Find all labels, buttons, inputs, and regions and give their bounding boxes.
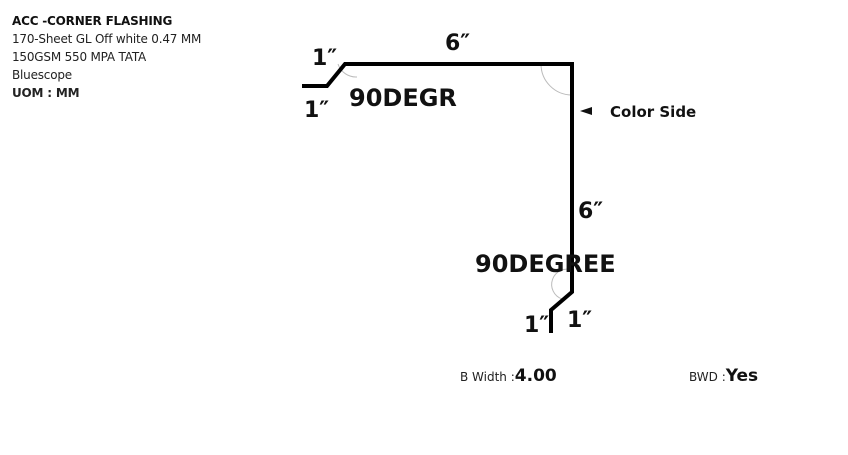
color-side-arrow-icon	[580, 107, 592, 115]
material-spec: 170-Sheet GL Off white 0.47 MM	[12, 32, 202, 46]
dim-bottom-right: 1″	[567, 308, 592, 333]
uom-label: UOM :	[12, 86, 52, 100]
bwidth-value: 4.00	[514, 366, 557, 386]
angle-arc-bottom	[551, 268, 573, 300]
dim-top: 6″	[445, 31, 470, 56]
angle-arc-top-right	[540, 63, 573, 96]
angle-label-middle: 90DEGREE	[475, 250, 616, 278]
uom-line: UOM : MM	[12, 84, 201, 102]
bwidth-label: B Width :	[460, 370, 515, 384]
uom-value: MM	[51, 86, 80, 100]
angle-label-top: 90DEGR	[349, 84, 457, 112]
manufacturer: Bluescope	[12, 68, 72, 82]
grade-spec: 150GSM 550 MPA TATA	[12, 50, 147, 64]
color-side-label: Color Side	[610, 103, 696, 121]
angle-arc-top-left	[337, 63, 358, 78]
dim-bottom-left: 1″	[524, 313, 549, 338]
dim-right: 6″	[578, 199, 603, 224]
dim-top-left-lower: 1″	[304, 98, 329, 123]
bwd-label: BWD :	[689, 370, 726, 384]
dim-top-left-upper: 1″	[312, 46, 337, 71]
bwd-value: Yes	[725, 366, 759, 386]
info-block: ACC -CORNER FLASHING 170-Sheet GL Off wh…	[12, 12, 201, 102]
bwd-field: BWD :Yes	[689, 366, 758, 386]
flashing-title: ACC -CORNER FLASHING	[12, 14, 173, 28]
bwidth-field: B Width :4.00	[460, 366, 557, 386]
flashing-profile-line	[302, 62, 574, 333]
